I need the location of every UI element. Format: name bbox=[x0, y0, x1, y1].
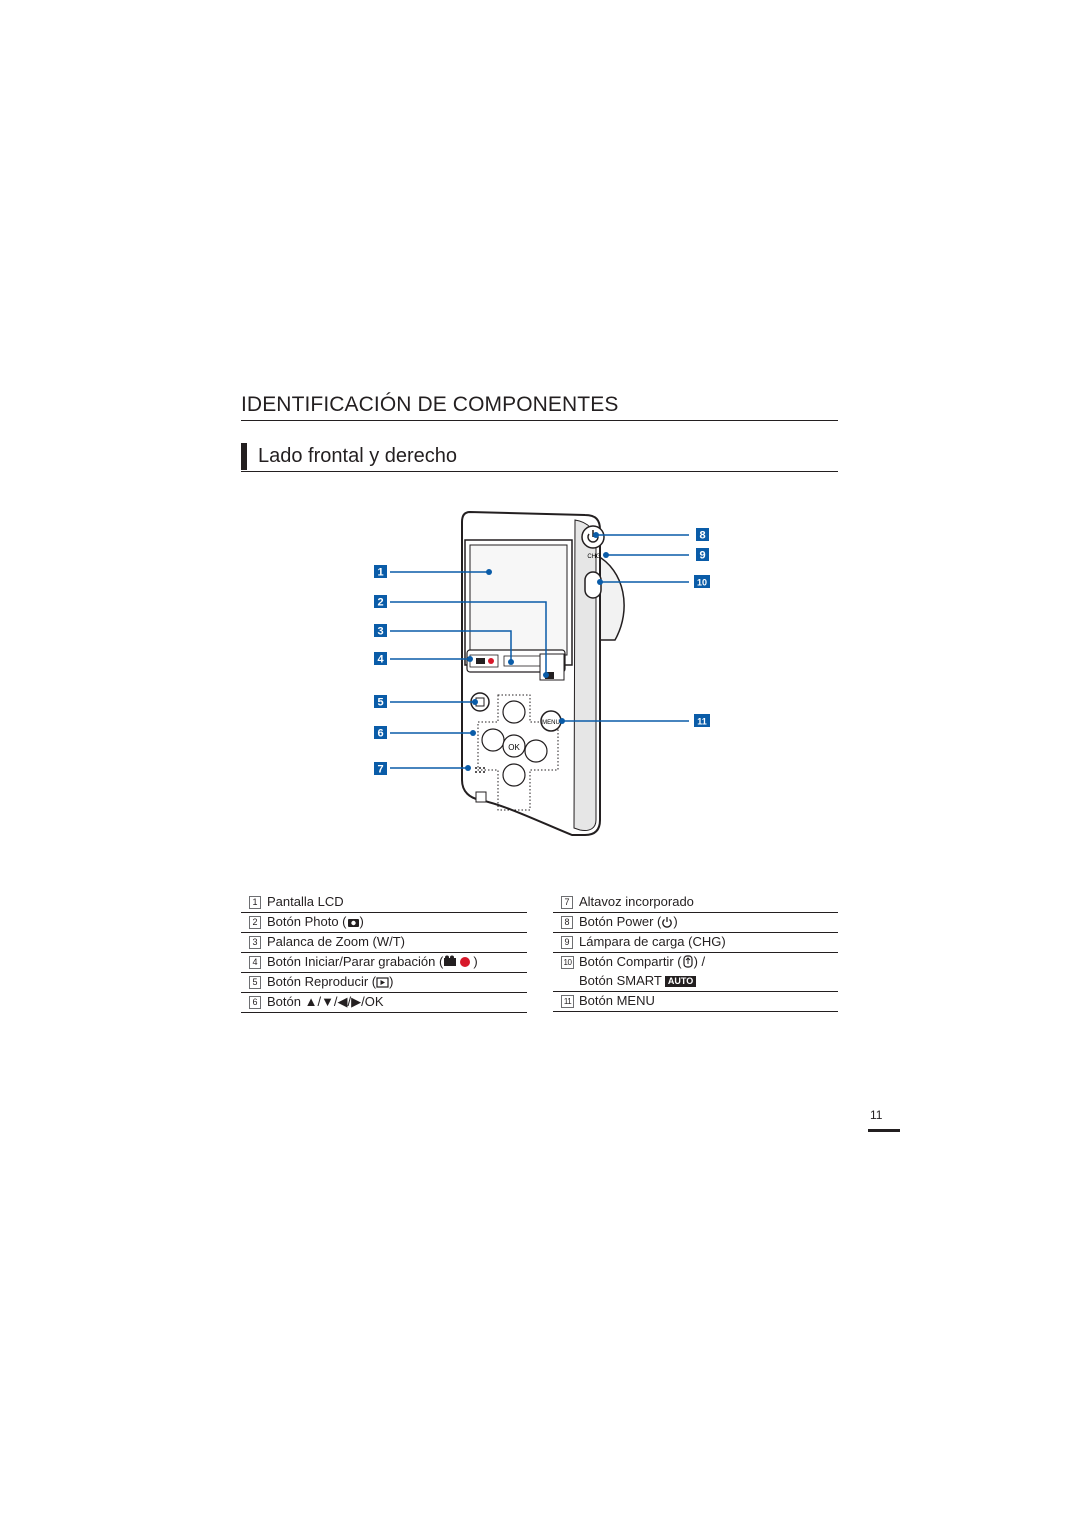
chg-label: CHG bbox=[587, 554, 601, 560]
item-label: Lámpara de carga (CHG) bbox=[579, 934, 726, 949]
record-dot-icon bbox=[488, 658, 494, 664]
photo-camera-icon bbox=[545, 672, 554, 679]
section-heading-bar bbox=[241, 443, 247, 470]
section-heading: Lado frontal y derecho bbox=[241, 443, 838, 472]
item-number: 7 bbox=[561, 896, 573, 909]
item-label: Palanca de Zoom (W/T) bbox=[267, 934, 405, 949]
page-number-rule bbox=[868, 1129, 900, 1132]
camcorder-side-bulge bbox=[595, 553, 625, 641]
list-item: 2 Botón Photo () bbox=[241, 913, 527, 933]
callout-badges: 1 2 3 4 5 6 7 8 9 10 11 bbox=[374, 528, 710, 776]
menu-label: MENU bbox=[542, 720, 560, 726]
callout-3: 3 bbox=[377, 626, 383, 638]
callout-dots bbox=[465, 532, 609, 771]
component-list-right: 7 Altavoz incorporado 8 Botón Power () 9… bbox=[553, 893, 838, 1012]
callout-10: 10 bbox=[697, 578, 707, 588]
strap-hook bbox=[475, 791, 487, 803]
callout-8: 8 bbox=[699, 530, 705, 542]
list-item: 6 Botón ▲/▼/◀/▶/OK bbox=[241, 993, 527, 1013]
callout-1: 1 bbox=[377, 567, 383, 579]
page-title: IDENTIFICACIÓN DE COMPONENTES bbox=[241, 392, 838, 421]
dpad-right-button bbox=[524, 739, 548, 763]
item-number: 6 bbox=[249, 996, 261, 1009]
callout-6: 6 bbox=[377, 728, 383, 740]
page-number: 11 bbox=[870, 1108, 883, 1122]
photo-camera-icon bbox=[347, 919, 359, 927]
callout-4: 4 bbox=[377, 654, 384, 666]
callout-11: 11 bbox=[697, 717, 707, 727]
item-number: 11 bbox=[561, 995, 574, 1008]
item-number: 10 bbox=[561, 956, 574, 969]
callout-9: 9 bbox=[699, 550, 705, 562]
power-icon bbox=[662, 917, 673, 928]
camcorder-side-strip bbox=[573, 519, 597, 831]
list-item: 1 Pantalla LCD bbox=[241, 893, 527, 913]
component-list-left: 1 Pantalla LCD 2 Botón Photo () 3 Palanc… bbox=[241, 893, 527, 1013]
dpad-outline bbox=[477, 694, 559, 811]
item-label: Botón Iniciar/Parar grabación () bbox=[267, 954, 478, 969]
lcd-inner bbox=[469, 544, 568, 656]
item-number: 8 bbox=[561, 916, 573, 929]
item-number: 3 bbox=[249, 936, 261, 949]
list-item: 8 Botón Power () bbox=[553, 913, 838, 933]
section-heading-text: Lado frontal y derecho bbox=[258, 445, 458, 467]
list-item: 9 Lámpara de carga (CHG) bbox=[553, 933, 838, 953]
record-icon bbox=[444, 955, 471, 967]
item-number: 2 bbox=[249, 916, 261, 929]
callout-7: 7 bbox=[377, 764, 383, 776]
list-item: 11 Botón MENU bbox=[553, 992, 838, 1012]
item-number: 4 bbox=[249, 956, 261, 969]
speaker-grille bbox=[475, 767, 485, 773]
share-icon bbox=[682, 955, 693, 968]
list-item: 7 Altavoz incorporado bbox=[553, 893, 838, 913]
dpad-down-button bbox=[502, 763, 526, 787]
video-camera-icon bbox=[476, 658, 485, 664]
dpad-up-button bbox=[502, 700, 526, 724]
item-label: Pantalla LCD bbox=[267, 894, 344, 909]
list-item: 4 Botón Iniciar/Parar grabación () bbox=[241, 953, 527, 973]
share-button bbox=[584, 571, 602, 599]
dpad-ok-button bbox=[502, 734, 526, 758]
playback-icon bbox=[376, 977, 389, 988]
callout-5: 5 bbox=[377, 697, 383, 709]
item-label: Botón Photo () bbox=[267, 914, 364, 929]
list-item: 3 Palanca de Zoom (W/T) bbox=[241, 933, 527, 953]
list-item: 10 Botón Compartir () / bbox=[553, 953, 838, 972]
item-label: Botón Reproducir () bbox=[267, 974, 394, 989]
callout-leaders bbox=[390, 534, 689, 769]
callout-2: 2 bbox=[377, 597, 383, 609]
item-label: Botón MENU bbox=[579, 993, 655, 1008]
auto-badge: AUTO bbox=[664, 976, 697, 987]
list-item: 5 Botón Reproducir () bbox=[241, 973, 527, 993]
item-number: 1 bbox=[249, 896, 261, 909]
dpad-left-button bbox=[481, 728, 505, 752]
ok-label: OK bbox=[508, 743, 520, 752]
item-number: 5 bbox=[249, 976, 261, 989]
item-label: Botón Compartir () / bbox=[579, 954, 706, 969]
item-label: Botón Power () bbox=[579, 914, 678, 929]
item-label: Botón ▲/▼/◀/▶/OK bbox=[267, 994, 384, 1009]
item-label: Altavoz incorporado bbox=[579, 894, 694, 909]
item-number: 9 bbox=[561, 936, 573, 949]
